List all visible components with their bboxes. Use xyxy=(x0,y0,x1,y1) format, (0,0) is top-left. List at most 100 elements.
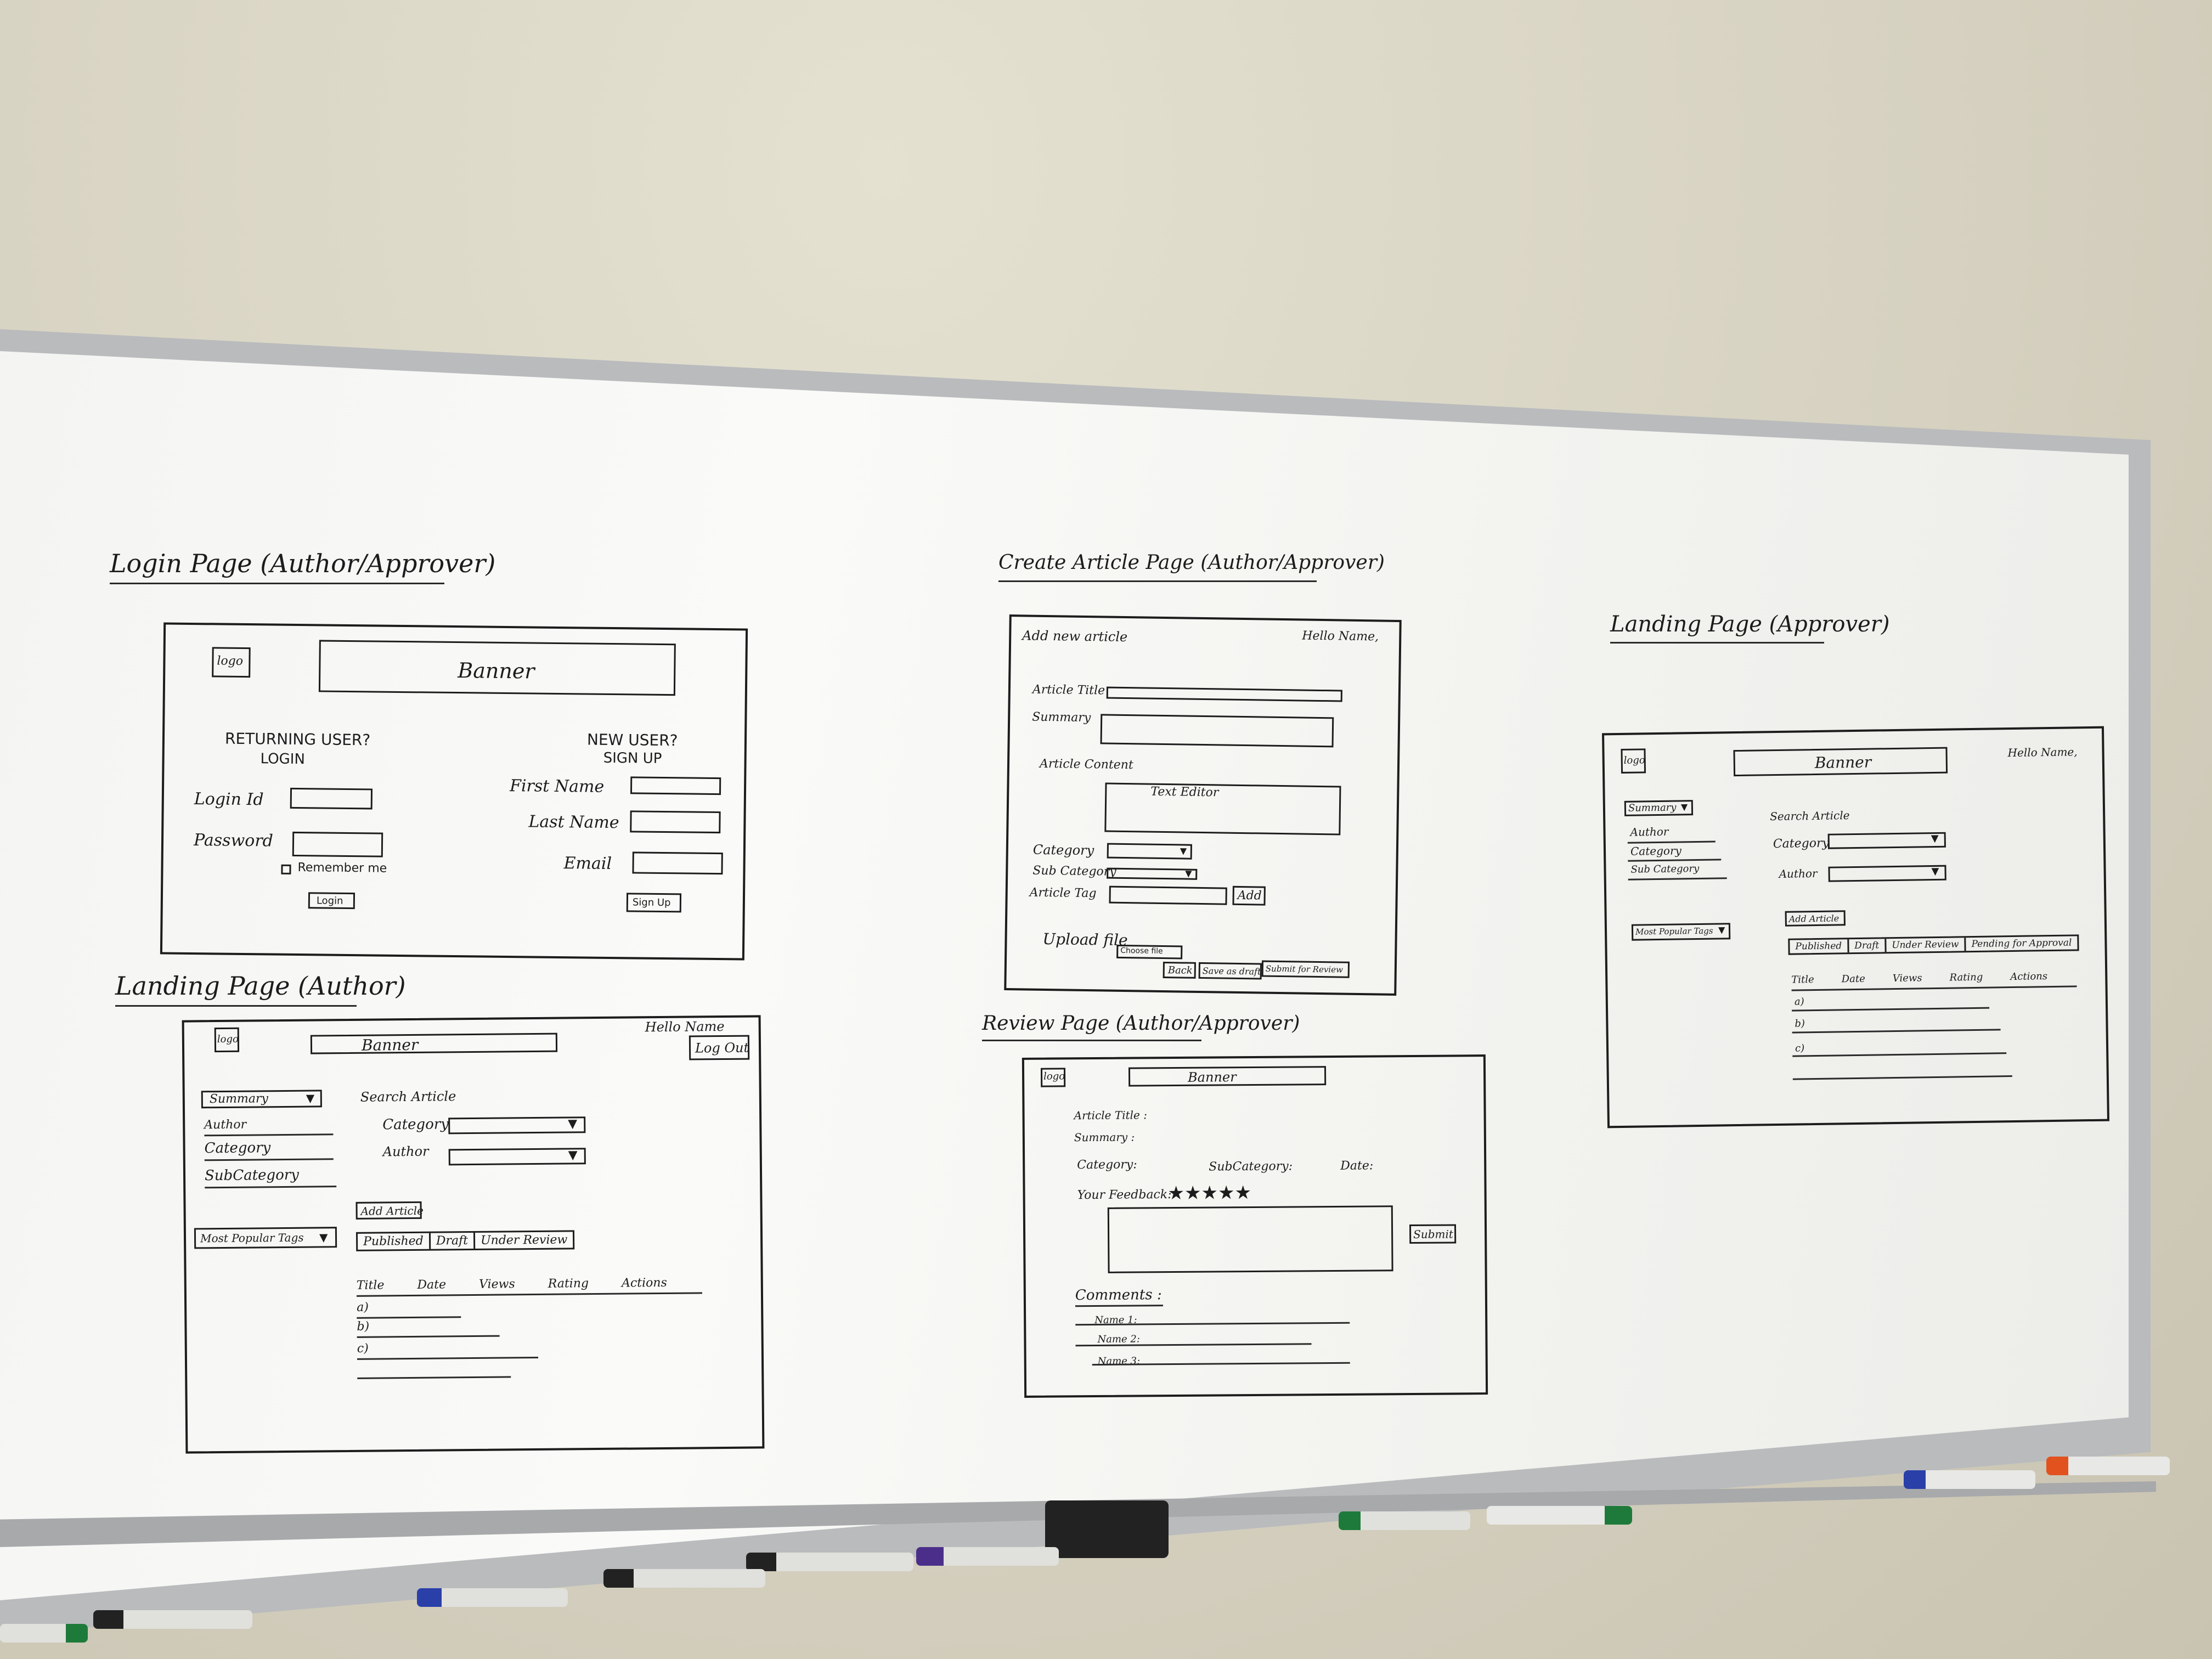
new-user-heading: NEW USER? xyxy=(586,730,678,750)
add-article-label: Add Article xyxy=(360,1204,424,1218)
tab-under-review[interactable]: Under Review xyxy=(1886,938,1966,952)
text-editor[interactable]: Text Editor xyxy=(1104,782,1341,836)
row-line xyxy=(1792,1075,2012,1080)
table-row[interactable]: b) xyxy=(357,1319,370,1334)
blue-marker xyxy=(417,1588,568,1607)
logo-box: logo xyxy=(212,647,251,678)
article-content-label: Article Content xyxy=(1039,757,1133,772)
tab-pending-approval[interactable]: Pending for Approval xyxy=(1971,937,2072,950)
article-title-input[interactable] xyxy=(1106,686,1342,702)
banner-label: Banner xyxy=(361,1035,419,1054)
chevron-down-icon: ▼ xyxy=(1931,865,1939,878)
popular-tags-dropdown[interactable]: Most Popular Tags ▼ xyxy=(194,1227,337,1249)
save-draft-button[interactable]: Save as draft xyxy=(1198,962,1262,980)
purple-marker xyxy=(916,1547,1059,1566)
chevron-down-icon: ▼ xyxy=(319,1231,328,1244)
back-label: Back xyxy=(1167,964,1193,977)
category-select[interactable]: ▼ xyxy=(1107,843,1193,860)
sidebar-subcategory[interactable]: SubCategory xyxy=(204,1166,300,1184)
login-id-input[interactable] xyxy=(290,787,373,810)
tab-under-review[interactable]: Under Review xyxy=(480,1233,568,1248)
submit-review-button[interactable]: Submit for Review xyxy=(1261,960,1350,978)
status-tabs: Published Draft Under Review xyxy=(356,1230,575,1251)
sidebar-author[interactable]: Author xyxy=(1630,825,1669,839)
back-button[interactable]: Back xyxy=(1163,962,1197,979)
login-button[interactable]: Login xyxy=(308,892,356,910)
popular-tags-label: Most Popular Tags xyxy=(200,1231,304,1245)
summary-input[interactable] xyxy=(1100,714,1334,748)
filter-category-label: Category xyxy=(382,1116,449,1133)
signup-button[interactable]: Sign Up xyxy=(626,893,682,913)
chevron-down-icon: ▼ xyxy=(568,1117,578,1131)
banner-box: Banner xyxy=(1733,747,1948,777)
password-label: Password xyxy=(193,831,274,851)
login-id-label: Login Id xyxy=(194,789,264,810)
banner-label: Banner xyxy=(1814,753,1872,772)
sidebar-category[interactable]: Category xyxy=(1630,844,1682,858)
summary-label: Summary : xyxy=(1074,1130,1135,1144)
last-name-input[interactable] xyxy=(630,810,721,834)
landing-approver-title: Landing Page (Approver) xyxy=(1610,612,1890,637)
summary-dropdown[interactable]: Summary ▼ xyxy=(201,1090,322,1109)
sidebar-category[interactable]: Category xyxy=(204,1139,271,1157)
tab-published[interactable]: Published xyxy=(1790,939,1849,953)
table-row[interactable]: c) xyxy=(357,1341,369,1356)
remember-checkbox[interactable] xyxy=(281,864,291,874)
feedback-label: Your Feedback: xyxy=(1077,1188,1172,1203)
table-row[interactable]: b) xyxy=(1795,1018,1805,1030)
row-line xyxy=(357,1356,538,1360)
table-row[interactable]: a) xyxy=(357,1300,369,1314)
tab-published[interactable]: Published xyxy=(357,1233,431,1250)
feedback-textarea[interactable] xyxy=(1107,1205,1393,1273)
hello-name: Hello Name, xyxy=(1302,629,1379,644)
header-views: Views xyxy=(478,1277,515,1291)
tab-draft[interactable]: Draft xyxy=(1849,939,1887,953)
author-select[interactable]: ▼ xyxy=(1828,865,1946,882)
landing-author-wireframe: logo Banner Hello Name Log Out Summary ▼… xyxy=(182,1015,765,1454)
category-select[interactable]: ▼ xyxy=(448,1116,586,1135)
popular-tags-dropdown[interactable]: Most Popular Tags ▼ xyxy=(1631,923,1731,941)
row-line xyxy=(1792,1052,2007,1057)
comments-underline xyxy=(1075,1305,1164,1307)
banner-label: Banner xyxy=(1188,1069,1237,1085)
sidebar-author[interactable]: Author xyxy=(204,1118,247,1132)
add-article-button[interactable]: Add Article xyxy=(356,1201,424,1220)
star-rating[interactable]: ★★★★★ xyxy=(1167,1182,1252,1205)
add-article-button[interactable]: Add Article xyxy=(1785,910,1846,927)
article-tag-input[interactable] xyxy=(1109,885,1227,905)
review-wireframe: logo Banner Article Title : Summary : Ca… xyxy=(1022,1054,1488,1398)
add-new-article-label: Add new article xyxy=(1022,628,1128,645)
choose-file-button[interactable]: Choose file xyxy=(1116,944,1183,960)
article-tag-label: Article Tag xyxy=(1029,885,1097,901)
logo-label: logo xyxy=(1043,1070,1065,1082)
text-editor-label: Text Editor xyxy=(1150,785,1219,800)
header-actions: Actions xyxy=(621,1276,667,1290)
subcategory-select[interactable]: ▼ xyxy=(1107,867,1198,880)
chevron-down-icon: ▼ xyxy=(1680,802,1688,812)
category-select[interactable]: ▼ xyxy=(1827,832,1946,849)
login-heading: LOGIN xyxy=(260,751,306,768)
row-line xyxy=(357,1335,500,1338)
table-row[interactable]: a) xyxy=(1794,996,1804,1008)
author-select[interactable]: ▼ xyxy=(448,1148,586,1166)
email-input[interactable] xyxy=(632,851,723,875)
divider xyxy=(1628,859,1722,862)
tab-draft[interactable]: Draft xyxy=(430,1232,476,1249)
logo-label: logo xyxy=(1623,754,1645,766)
password-input[interactable] xyxy=(292,831,383,857)
save-draft-label: Save as draft xyxy=(1202,966,1261,977)
first-name-input[interactable] xyxy=(630,776,721,795)
divider xyxy=(205,1186,337,1189)
add-tag-button[interactable]: Add xyxy=(1232,885,1266,906)
table-row[interactable]: c) xyxy=(1795,1042,1805,1054)
email-label: Email xyxy=(563,854,612,874)
submit-button[interactable]: Submit xyxy=(1409,1224,1457,1244)
logo-box: logo xyxy=(1621,748,1646,774)
chevron-down-icon: ▼ xyxy=(1185,868,1192,879)
sidebar-subcategory[interactable]: Sub Category xyxy=(1630,862,1700,876)
sign-up-heading: SIGN UP xyxy=(603,749,662,767)
summary-dropdown[interactable]: Summary ▼ xyxy=(1624,800,1694,816)
banner-box: Banner xyxy=(310,1032,558,1054)
last-name-label: Last Name xyxy=(528,812,619,833)
logout-button[interactable]: Log Out xyxy=(689,1035,750,1060)
